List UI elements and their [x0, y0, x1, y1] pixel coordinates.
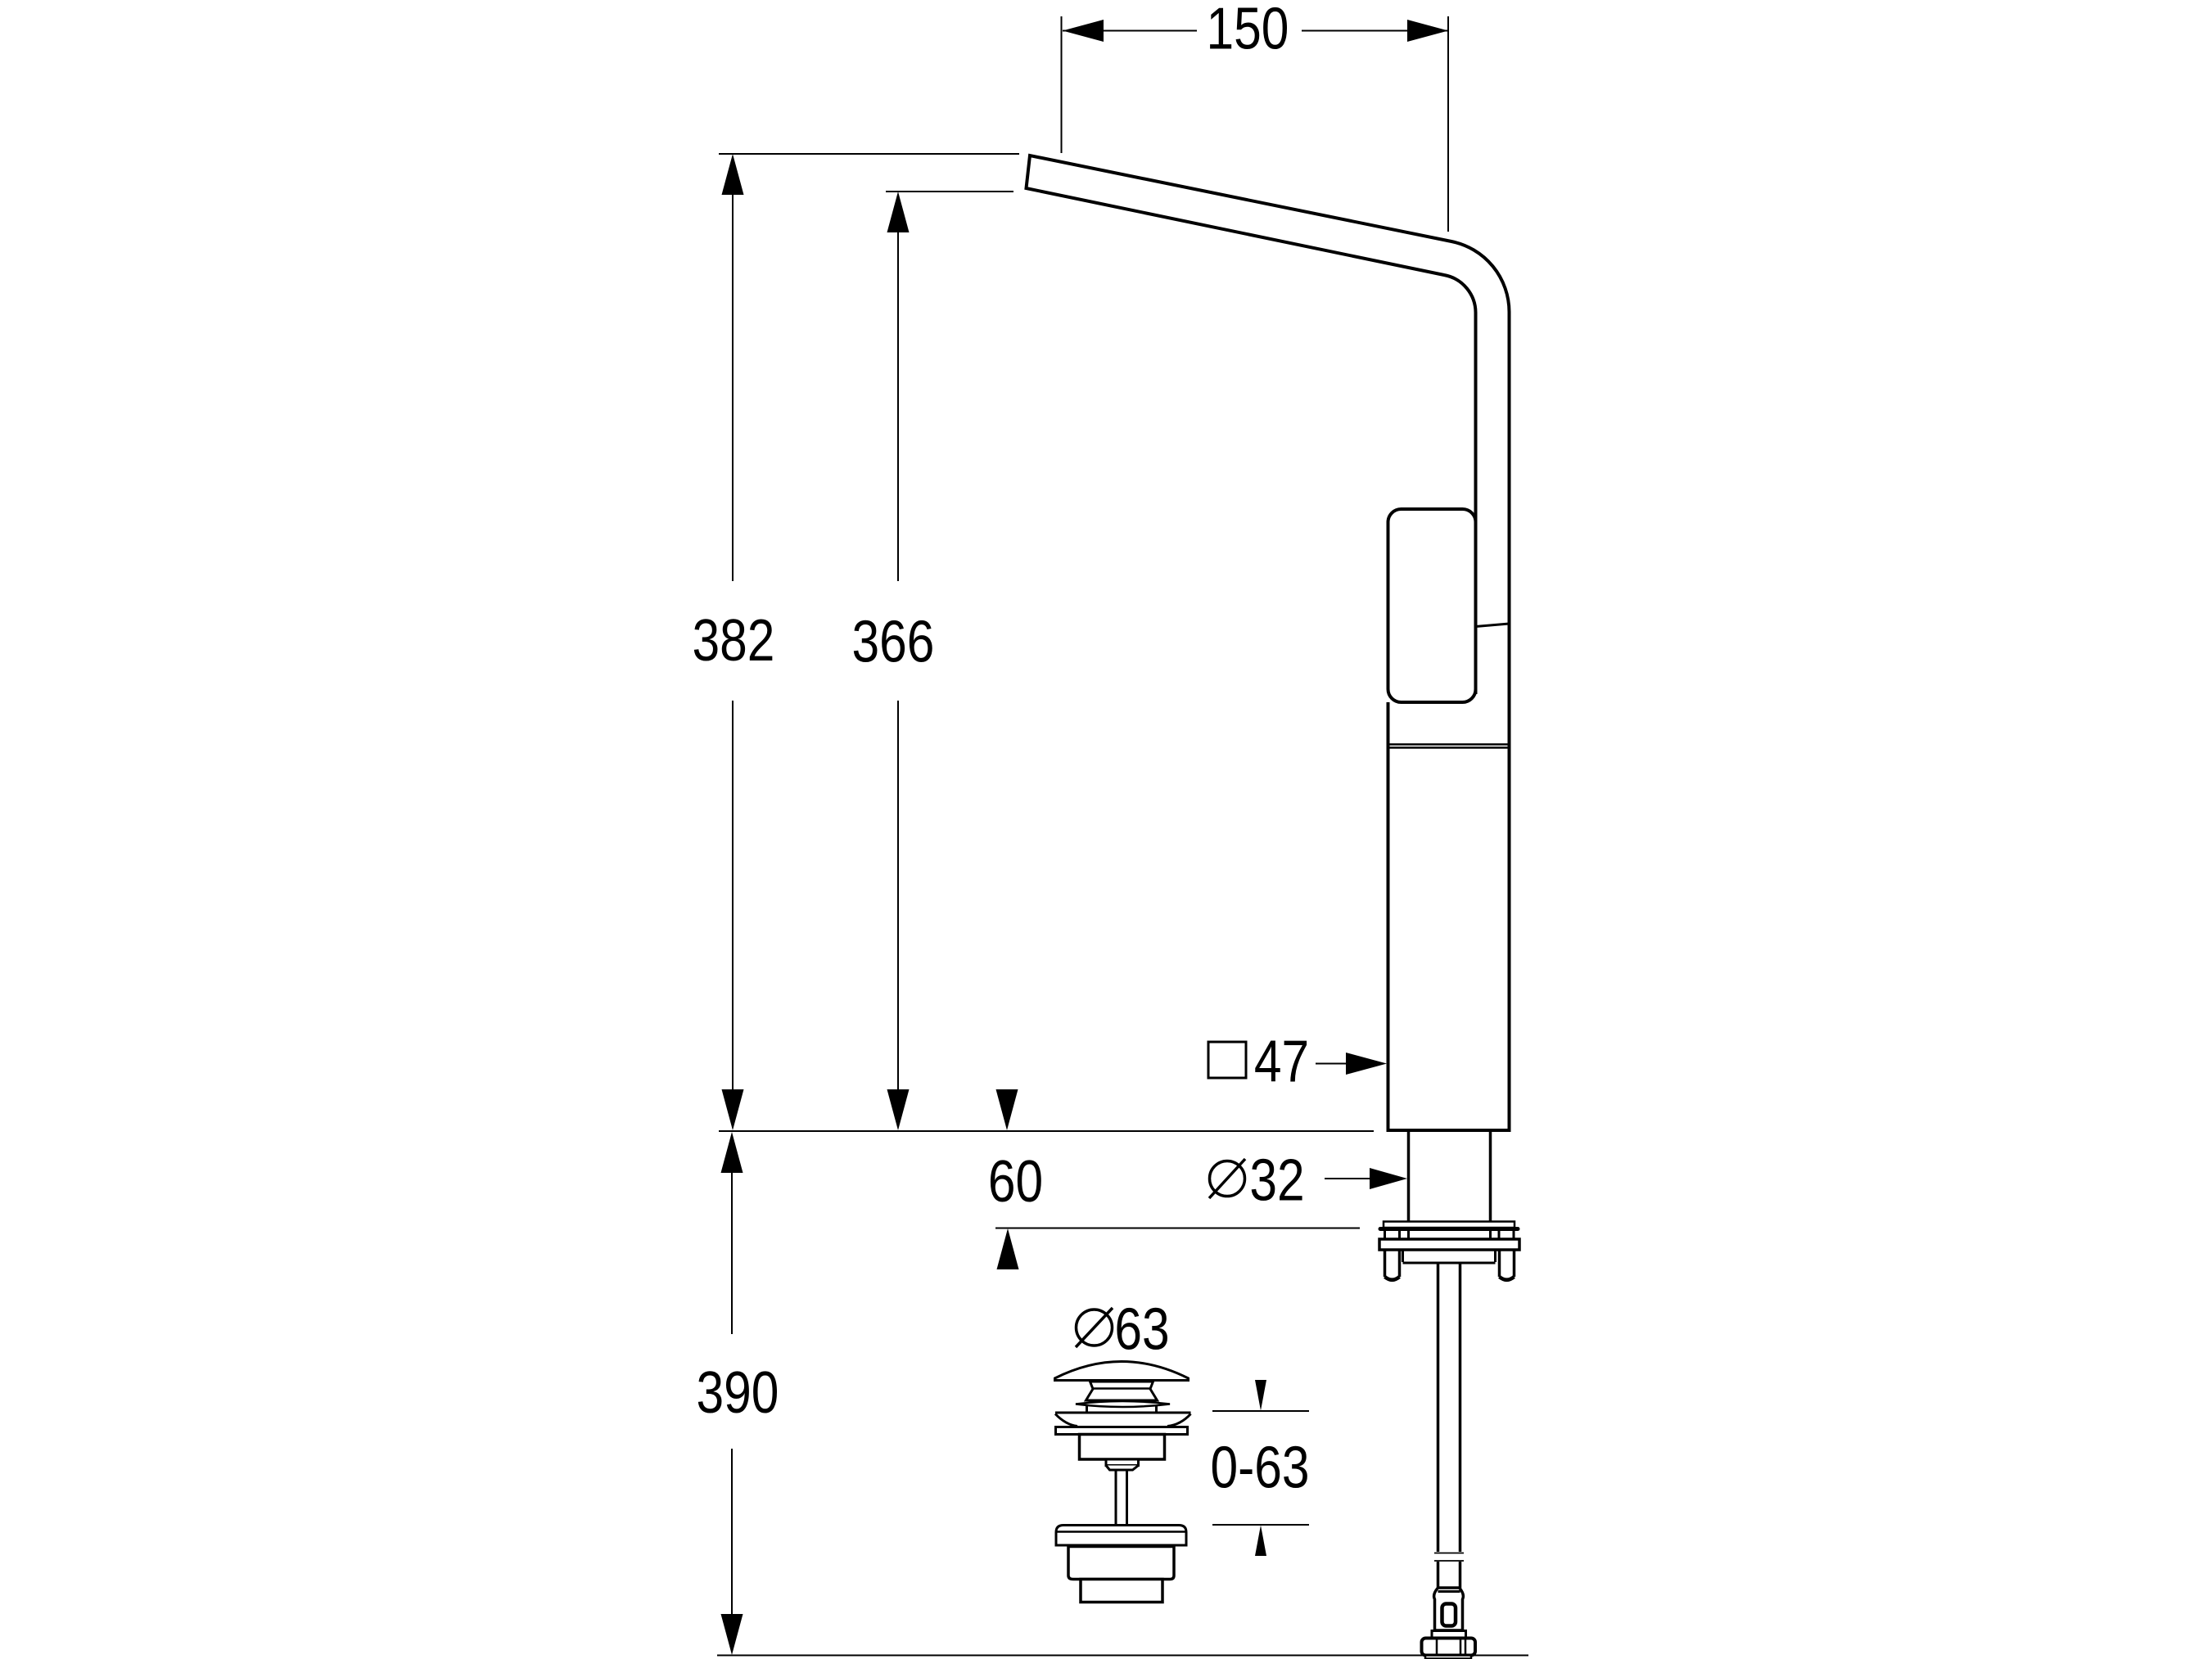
svg-text:47: 47 [1254, 1029, 1309, 1094]
svg-text:366: 366 [852, 609, 935, 674]
svg-text:390: 390 [697, 1360, 779, 1426]
svg-text:32: 32 [1249, 1147, 1304, 1213]
svg-text:63: 63 [1114, 1296, 1169, 1362]
svg-text:60: 60 [988, 1149, 1043, 1215]
svg-text:0-63: 0-63 [1210, 1435, 1309, 1500]
svg-text:382: 382 [693, 608, 775, 674]
svg-text:150: 150 [1207, 0, 1289, 62]
